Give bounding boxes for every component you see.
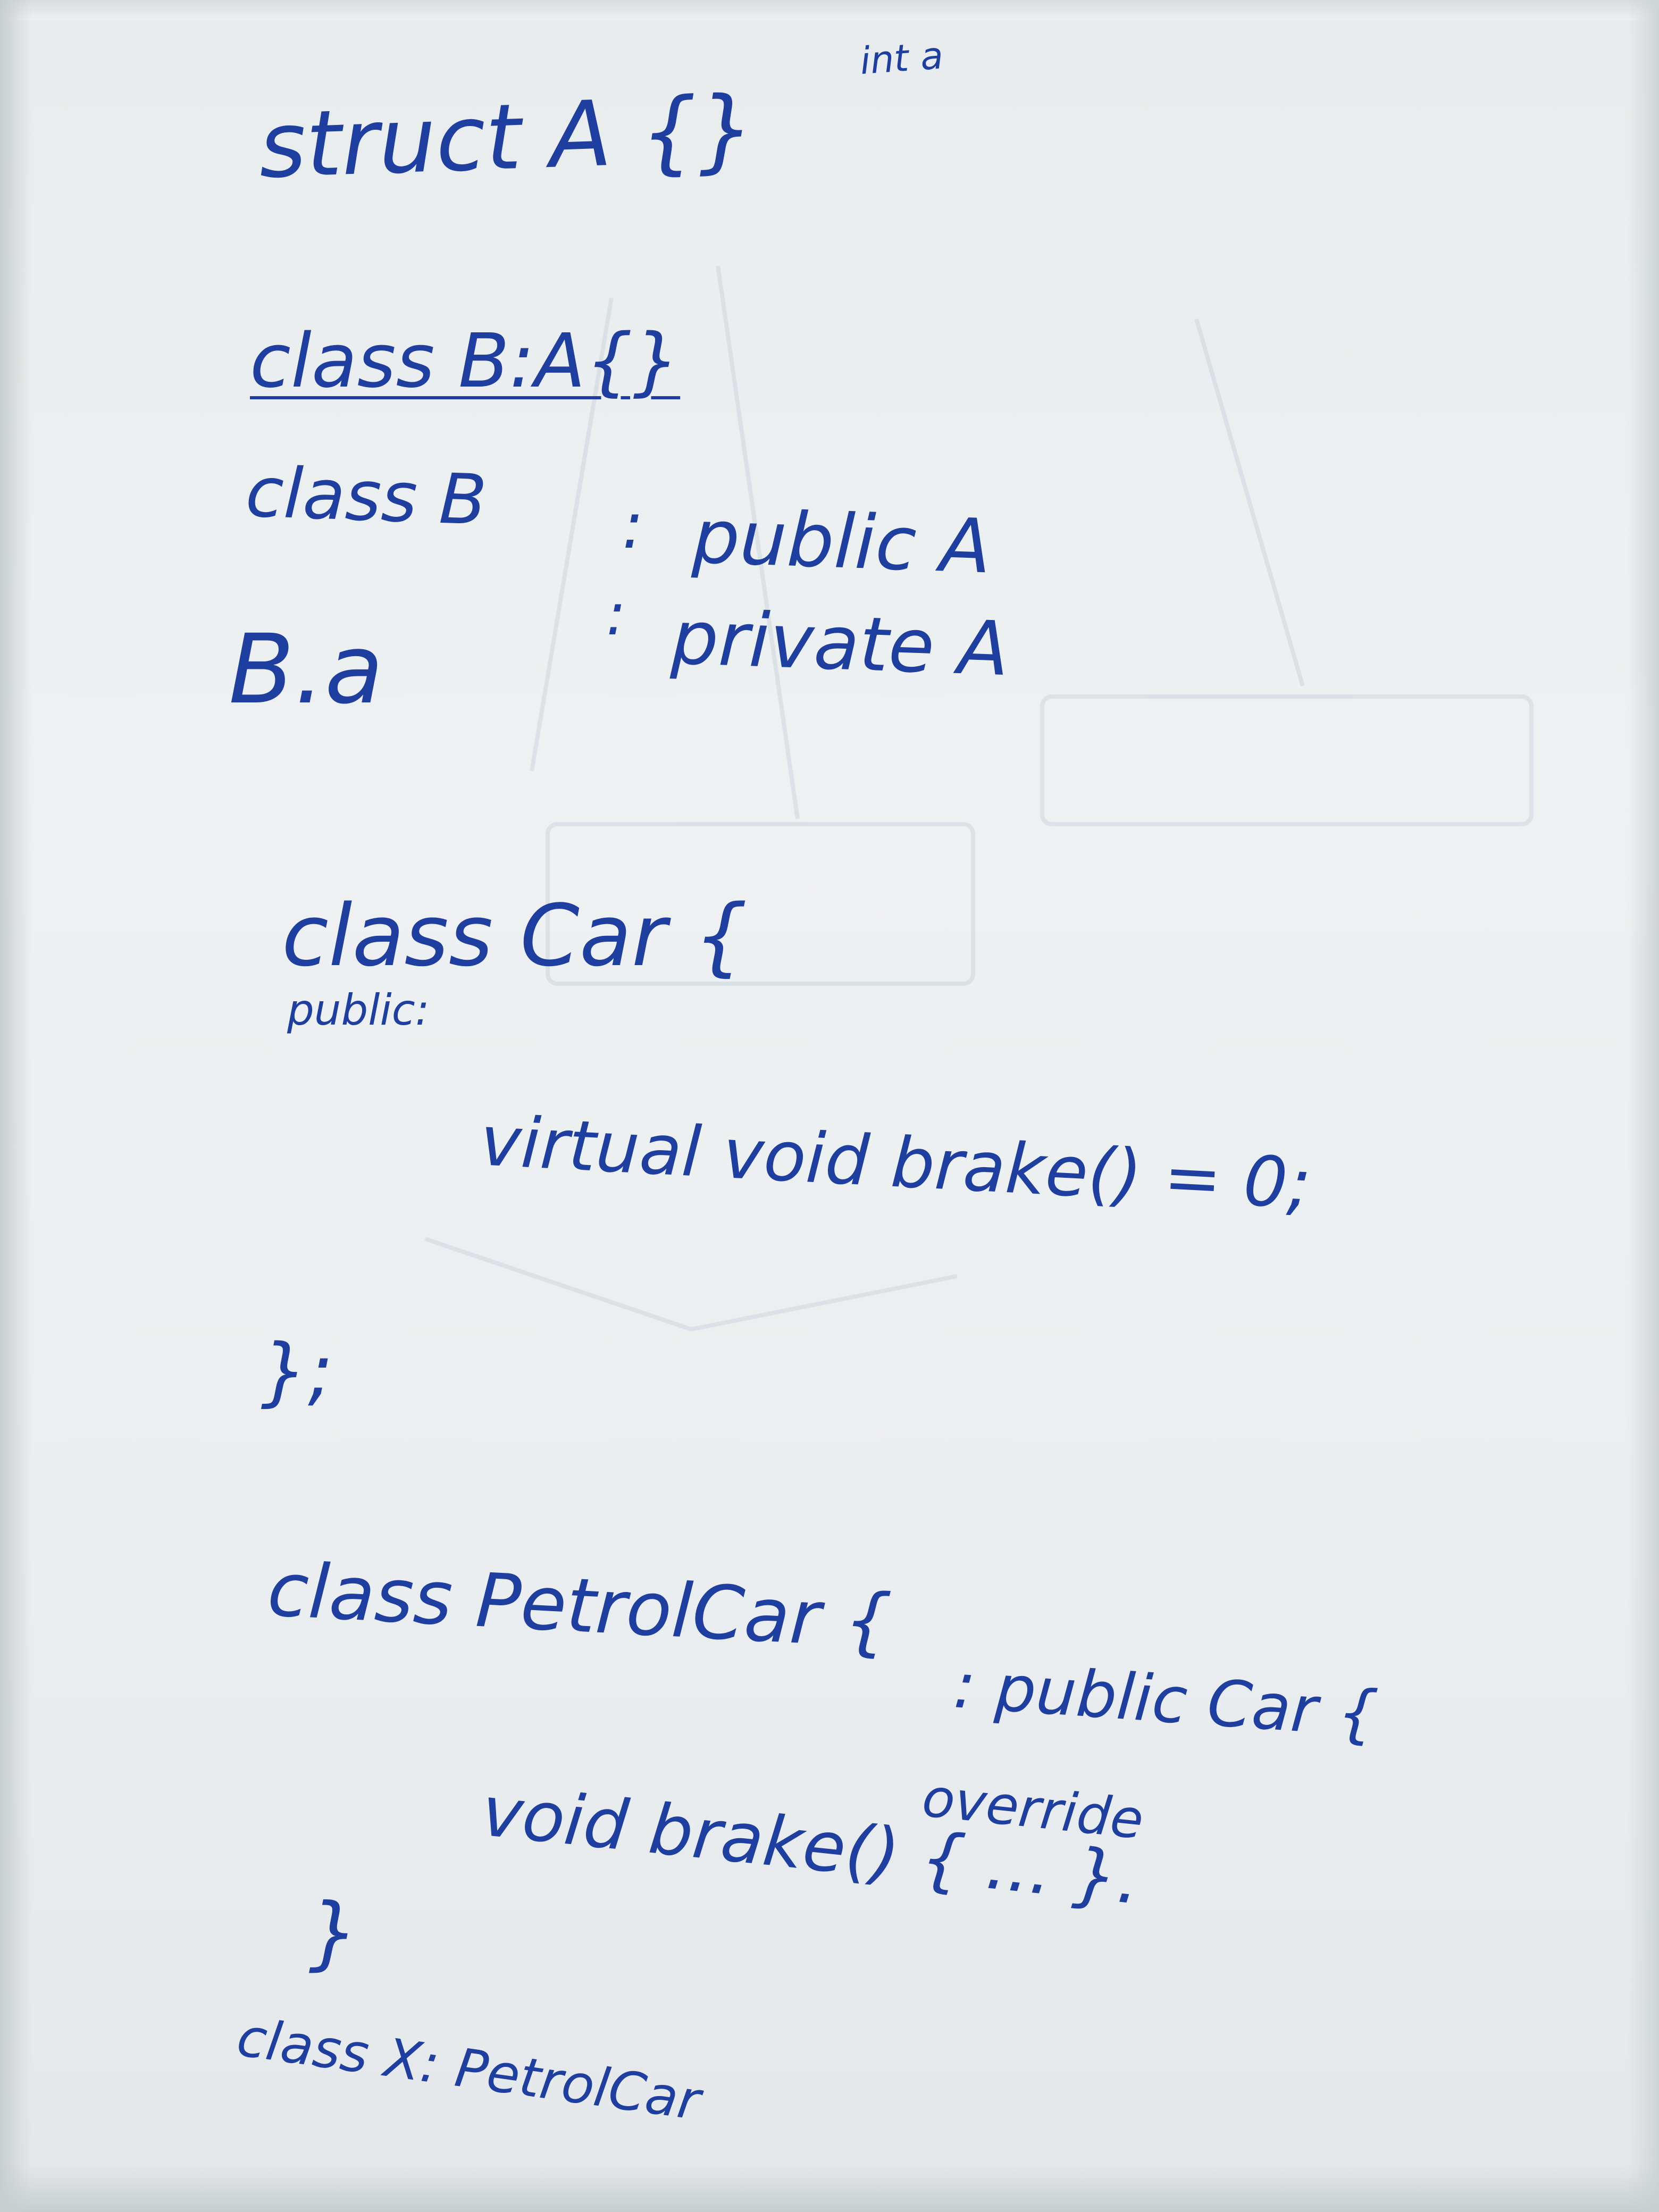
note-struct-a: struct A {} bbox=[257, 76, 757, 199]
note-b-dot-a: B.a bbox=[229, 614, 384, 725]
note-colon: : bbox=[622, 489, 644, 563]
note-private-colon: : bbox=[606, 580, 626, 648]
note-class-b-a: class B:A{} bbox=[250, 318, 681, 405]
note-public-label: public: bbox=[287, 985, 430, 1035]
note-private-a: private A bbox=[669, 594, 1011, 693]
paper-top-edge bbox=[0, 0, 1659, 20]
note-close-petrol: } bbox=[308, 1887, 359, 1979]
paper-left-shadow bbox=[0, 0, 32, 2212]
note-public-a: public A bbox=[691, 493, 993, 591]
note-close-car: }; bbox=[261, 1328, 333, 1415]
note-class-b: class B bbox=[244, 451, 488, 541]
paper-bottom-edge bbox=[0, 2164, 1659, 2212]
note-class-car: class Car { bbox=[282, 886, 748, 985]
paper-right-edge bbox=[1627, 0, 1659, 2212]
note-int-a: int a bbox=[858, 33, 945, 83]
